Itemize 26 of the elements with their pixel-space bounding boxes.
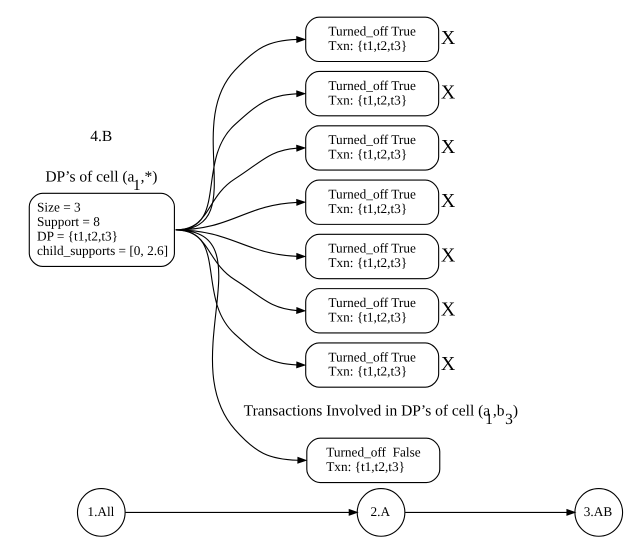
node-label: X bbox=[440, 136, 456, 158]
node-box: Turned_off True Txn: {t1,t2,t3} bbox=[305, 234, 440, 280]
arrow bbox=[175, 229, 306, 368]
node-label: X bbox=[440, 298, 456, 321]
node-box: Turned_off True Txn: {t1,t2,t3} bbox=[305, 180, 440, 225]
label: 4.B bbox=[90, 128, 112, 145]
node-label: X bbox=[440, 190, 456, 212]
arrow bbox=[126, 508, 359, 516]
node-label: X bbox=[440, 82, 456, 104]
node-box: Turned_off False Txn: {t1,t2,t3} bbox=[306, 438, 440, 484]
arrow bbox=[175, 90, 306, 230]
node-circle: 1.All bbox=[76, 488, 126, 537]
arrow bbox=[175, 229, 308, 464]
arrow bbox=[405, 508, 576, 516]
node-box: Size = 3 Support = 8 DP = {t1,t2,t3} child_supports = [0, 2.6] bbox=[28, 192, 175, 268]
node-box: Turned_off True Txn: {t1,t2,t3} bbox=[305, 16, 440, 62]
node-circle: 3.AB bbox=[574, 488, 624, 537]
node-label: X bbox=[440, 244, 456, 266]
node-circle: 2.A bbox=[356, 488, 406, 537]
arrow bbox=[175, 36, 306, 230]
node-box: Turned_off True Txn: {t1,t2,t3} bbox=[305, 288, 440, 334]
node-box: Turned_off True Txn: {t1,t2,t3} bbox=[305, 342, 440, 388]
node-label: X bbox=[440, 352, 456, 375]
node-box: Turned_off True Txn: {t1,t2,t3} bbox=[305, 125, 440, 171]
node-box: Turned_off True Txn: {t1,t2,t3} bbox=[305, 70, 440, 116]
node-label: X bbox=[440, 27, 456, 50]
